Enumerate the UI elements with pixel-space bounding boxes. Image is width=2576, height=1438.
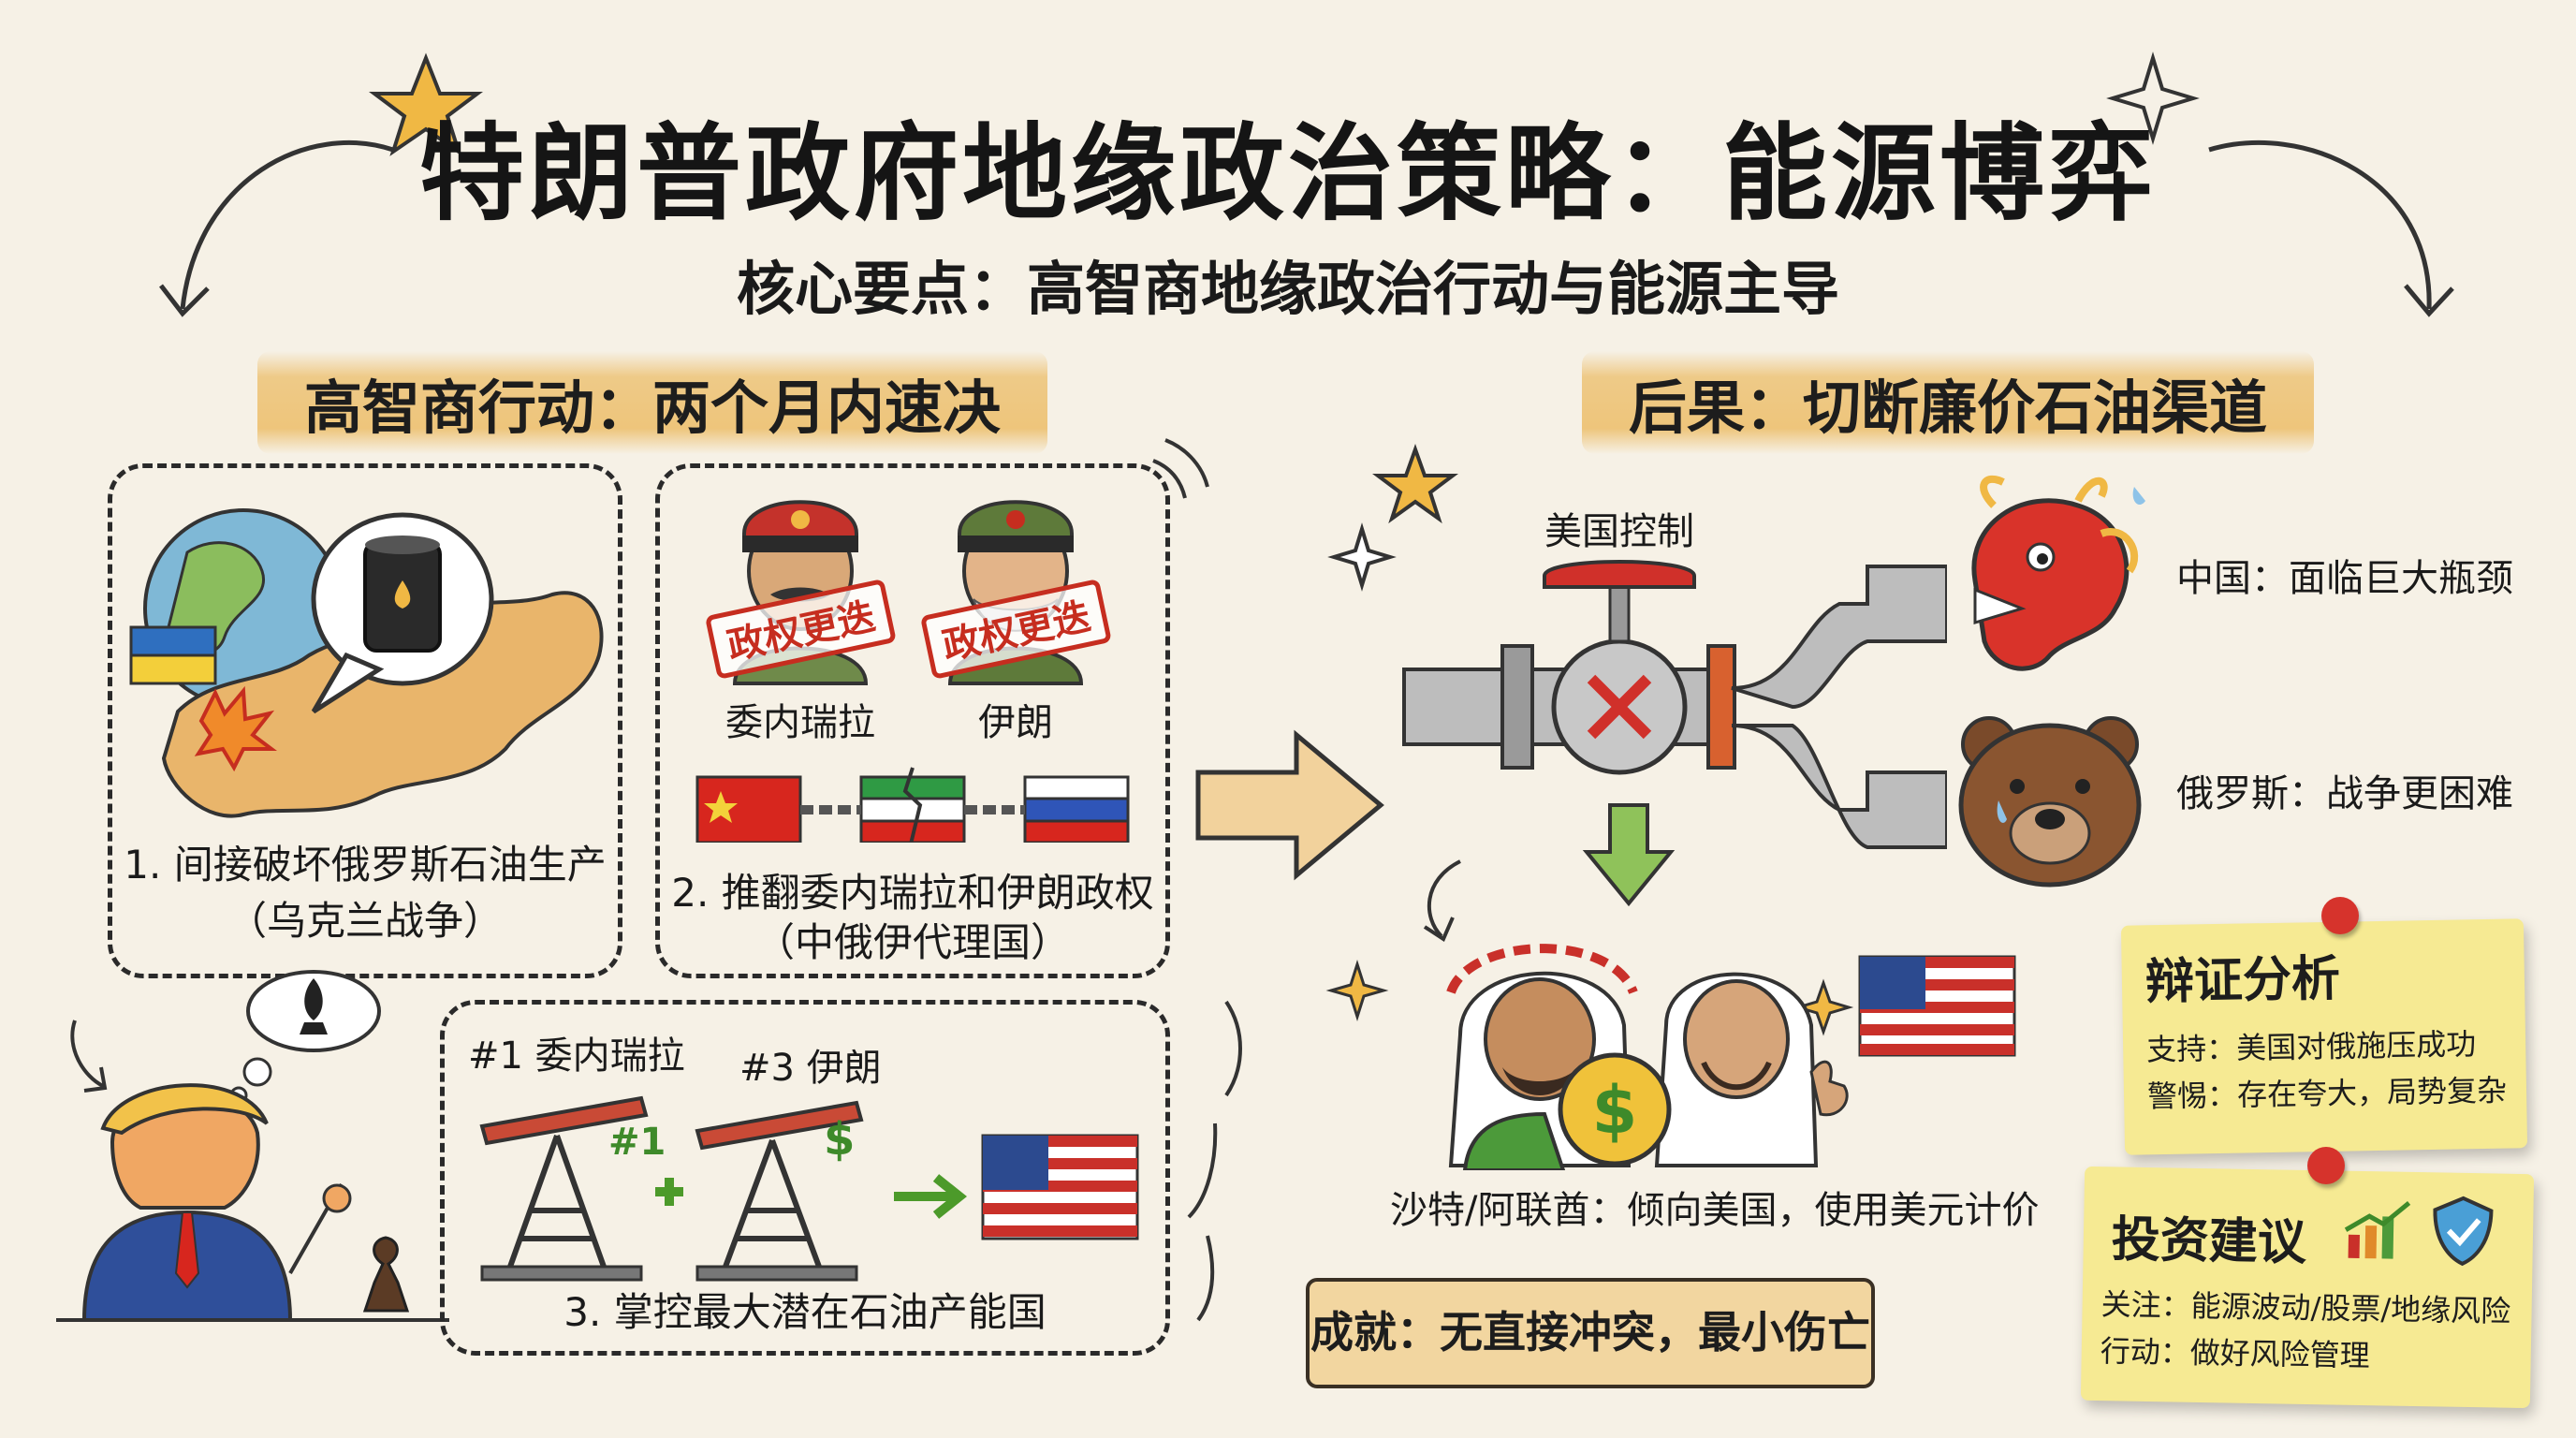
trump-chess-illustration (56, 970, 449, 1322)
leader-label-venezuela: 委内瑞拉 (725, 701, 875, 744)
achievement-scroll: 成就：无直接冲突，最小伤亡 (1306, 1278, 1875, 1388)
panel-oil-control: #1 委内瑞拉 #3 伊朗 #1 $ 3. 掌控最大潜在石油产能国 (440, 1000, 1170, 1356)
big-arrow-right (1195, 729, 1384, 881)
sparkle-icon (1327, 522, 1397, 592)
dragon-china-illustration (1971, 475, 2145, 671)
panel-regime-change: 政权更迭 政权更迭 委内瑞拉 伊朗 2. 推翻委内瑞拉和伊朗政权 （中俄伊代理国… (655, 463, 1170, 978)
analysis-line-2: 警惕：存在夸大，局势复杂 (2146, 1072, 2508, 1115)
sparkle-icon (1325, 960, 1389, 1021)
advice-line-1: 关注：能源波动/股票/地缘风险 (2100, 1286, 2511, 1329)
analysis-line-1: 支持：美国对俄施压成功 (2145, 1026, 2477, 1068)
explosion-icon (194, 685, 277, 772)
curly-arrow-right (2208, 140, 2432, 310)
oil-label-iran: #3 伊朗 (739, 1047, 882, 1090)
oil-pump-icon (695, 1100, 864, 1151)
russia-consequence: 俄罗斯：战争更困难 (2176, 772, 2513, 815)
analysis-note: 辩证分析 支持：美国对俄施压成功 警惕：存在夸大，局势复杂 (2120, 918, 2528, 1155)
panel2-caption-line2: （中俄伊代理国） (754, 919, 1070, 965)
left-section-banner: 高智商行动：两个月内速决 (257, 351, 1048, 454)
dragon-icon (1971, 498, 2130, 671)
coin-symbol: $ (1592, 1072, 1638, 1149)
star-icon (1372, 444, 1458, 524)
oil-label-venezuela: #1 委内瑞拉 (468, 1034, 685, 1078)
panel2-caption-line1: 2. 推翻委内瑞拉和伊朗政权 (671, 870, 1154, 916)
pipeline-illustration (1402, 560, 1947, 849)
chart-up-icon (2344, 1200, 2411, 1259)
valve-label: 美国控制 (1544, 510, 1694, 553)
rig1-tag: #1 (608, 1121, 666, 1164)
down-arrow (1582, 803, 1676, 907)
oil-pump-icon (479, 1095, 649, 1146)
green-arrow-icon (894, 1174, 968, 1219)
page-subtitle: 核心要点：高智商地缘政治行动与能源主导 (736, 255, 1839, 323)
panel1-caption-line2: （乌克兰战争） (227, 898, 503, 944)
close-icon (1587, 674, 1652, 740)
plus-icon (655, 1178, 683, 1206)
star-icon (369, 52, 483, 156)
gulf-consequence: 沙特/阿联酋：倾向美国，使用美元计价 (1390, 1189, 2040, 1232)
gulf-leaders-illustration: $ (1446, 944, 1849, 1170)
oil-rigs-illustration: #1 $ (479, 1095, 1139, 1282)
advice-note: 投资建议 关注：能源波动/股票/地缘风险 行动：做好风险管理 (2080, 1166, 2535, 1409)
panel3-caption: 3. 掌控最大潜在石油产能国 (564, 1289, 1046, 1335)
rig2-tag: $ (824, 1113, 855, 1166)
iran-flag-icon (859, 775, 966, 800)
us-flag-icon (1858, 955, 2016, 1057)
leaders-illustration: 政权更迭 政权更迭 委内瑞拉 伊朗 (695, 500, 1130, 843)
panel-russia-oil: 1. 间接破坏俄罗斯石油生产 （乌克兰战争） (108, 463, 622, 978)
panel1-caption-line1: 1. 间接破坏俄罗斯石油生产 (124, 842, 607, 888)
russia-flag-icon (1023, 775, 1130, 800)
advice-line-2: 行动：做好风险管理 (2100, 1333, 2371, 1374)
shield-check-icon (2433, 1196, 2494, 1267)
sparkle-icon (2106, 51, 2200, 145)
right-section-banner: 后果：切断廉价石油渠道 (1582, 351, 2315, 454)
dollar-coin-icon (1558, 1052, 1672, 1167)
bear-russia-illustration (1958, 716, 2142, 888)
curly-arrow-left (180, 140, 394, 310)
analysis-title: 辩证分析 (2144, 950, 2341, 1011)
push-pin-icon (2321, 897, 2359, 934)
chess-pawn-icon (362, 1236, 410, 1313)
chess-bishop-icon (300, 978, 328, 1034)
russia-map-illustration (129, 508, 604, 818)
china-consequence: 中国：面临巨大瓶颈 (2176, 557, 2513, 600)
leader-label-iran: 伊朗 (978, 701, 1053, 744)
push-pin-icon (2307, 1147, 2345, 1184)
page-title: 特朗普政府地缘政治策略：能源博弈 (419, 113, 2157, 235)
sparkle-icon (1793, 978, 1854, 1036)
us-flag-icon (981, 1134, 1139, 1240)
ukraine-flag-icon (129, 625, 217, 657)
advice-title: 投资建议 (2111, 1211, 2307, 1271)
